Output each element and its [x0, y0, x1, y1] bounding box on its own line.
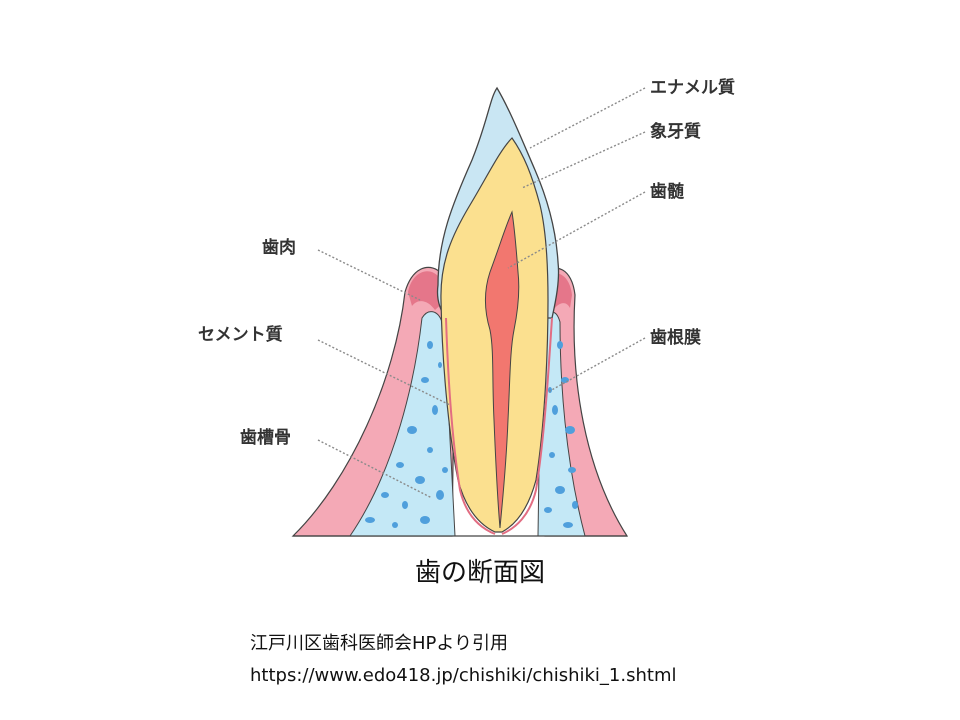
source-credit: 江戸川区歯科医師会HPより引用 https://www.edo418.jp/ch… — [250, 628, 677, 692]
leader-alveolar-bone — [317, 439, 433, 499]
label-pulp: 歯髄 — [650, 181, 685, 202]
credit-source-text: 江戸川区歯科医師会HPより引用 — [250, 633, 509, 654]
pulp — [485, 210, 520, 529]
cementum-right — [501, 317, 553, 535]
label-gum: 歯肉 — [262, 237, 296, 258]
gum-crest-left — [408, 271, 446, 310]
label-enamel: エナメル質 — [650, 77, 735, 98]
leader-dentin — [521, 131, 646, 189]
label-periodontal-ligament: 歯根膜 — [650, 327, 701, 348]
leader-periodontal-ligament — [547, 337, 646, 393]
label-dentin: 象牙質 — [650, 121, 701, 142]
leader-cementum — [317, 339, 451, 406]
leader-gum — [317, 249, 421, 301]
label-alveolar-bone: 歯槽骨 — [240, 427, 291, 448]
credit-url: https://www.edo418.jp/chishiki/chishiki_… — [250, 665, 677, 686]
diagram-caption: 歯の断面図 — [414, 558, 545, 588]
cementum-left — [445, 317, 496, 535]
label-cementum: セメント質 — [198, 324, 283, 345]
alveolar-bone-left — [349, 311, 456, 537]
leader-enamel — [529, 87, 646, 149]
